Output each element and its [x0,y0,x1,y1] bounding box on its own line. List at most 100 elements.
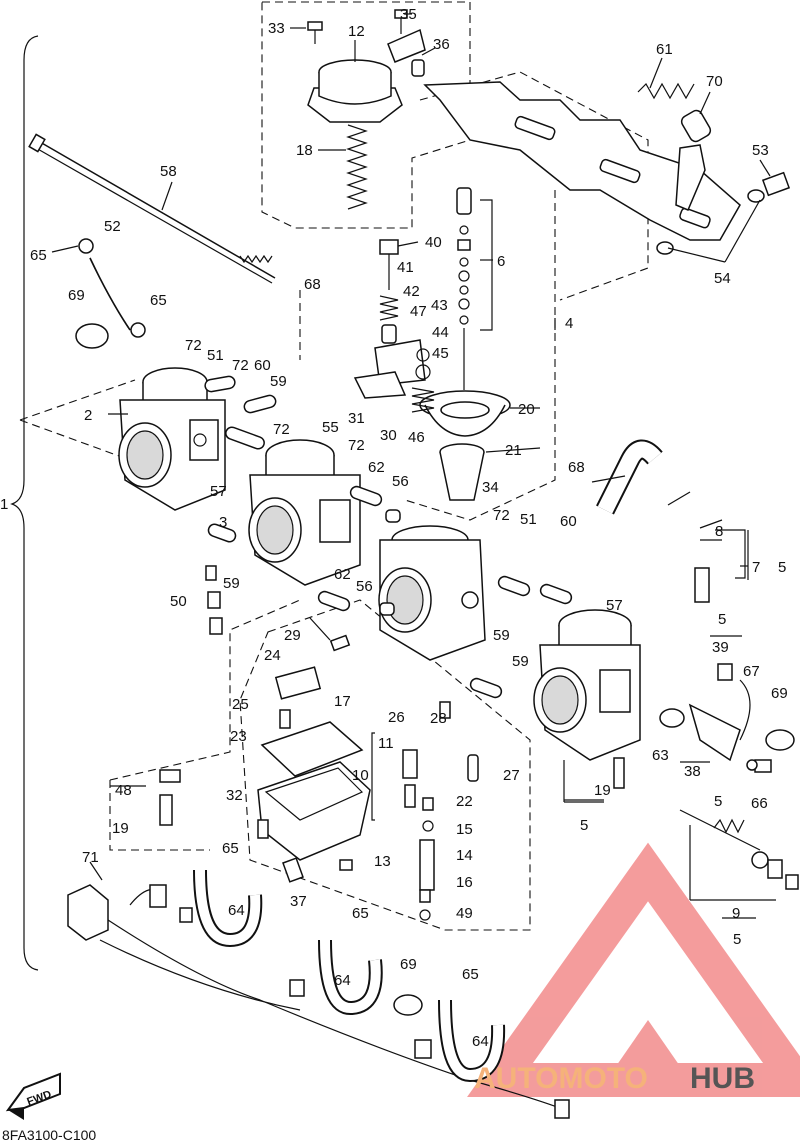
callout-8: 8 [715,523,723,540]
callout-34: 34 [482,479,499,496]
callout-5: 5 [778,559,786,576]
spring-cap [680,109,712,143]
diaphragm-cover [307,59,403,123]
callout-51: 51 [520,511,537,528]
callout-69: 69 [68,287,85,304]
callout-28: 28 [430,710,447,727]
callout-6: 6 [497,253,505,270]
callout-21: 21 [505,442,522,459]
callout-12: 12 [348,23,365,40]
callout-9: 9 [732,905,740,922]
callout-33: 33 [268,20,285,37]
callout-65: 65 [30,247,47,264]
callout-43: 43 [431,297,448,314]
assembly-brace [10,35,39,971]
return-spring [637,82,695,100]
callout-26: 26 [388,709,405,726]
callout-59: 59 [270,373,287,390]
callout-59: 59 [512,653,529,670]
callout-53: 53 [752,142,769,159]
piston-valve [439,443,485,501]
callout-56: 56 [356,578,373,595]
callout-72: 72 [348,437,365,454]
callout-47: 47 [410,303,427,320]
callout-70: 70 [706,73,723,90]
callout-5: 5 [580,817,588,834]
callout-4: 4 [565,315,573,332]
callout-27: 27 [503,767,520,784]
callout-19: 19 [112,820,129,837]
callout-10: 10 [352,767,369,784]
callout-59: 59 [223,575,240,592]
callout-31: 31 [348,410,365,427]
callout-55: 55 [322,419,339,436]
drain-screw [439,701,451,719]
callout-57: 57 [210,483,227,500]
callout-24: 24 [264,647,281,664]
callout-68: 68 [568,459,585,476]
callout-59: 59 [493,627,510,644]
watermark-logo [467,842,800,1097]
callout-64: 64 [334,972,351,989]
callout-1: 1 [0,496,8,513]
diagram-code: 8FA3100-C100 [2,1127,96,1143]
misc-fasteners [159,9,625,883]
throttle-screw [329,634,351,652]
callout-72: 72 [493,507,510,524]
callout-50: 50 [170,593,187,610]
callout-14: 14 [456,847,473,864]
callout-41: 41 [397,259,414,276]
callout-57: 57 [606,597,623,614]
callout-15: 15 [456,821,473,838]
callout-16: 16 [456,874,473,891]
callout-5: 5 [733,931,741,948]
callout-72: 72 [185,337,202,354]
hose-clamp-3 [765,729,795,751]
callout-13: 13 [374,853,391,870]
callout-3: 3 [219,514,227,531]
callout-72: 72 [273,421,290,438]
callout-30: 30 [380,427,397,444]
callout-22: 22 [456,793,473,810]
callout-44: 44 [432,324,449,341]
callout-11: 11 [378,735,394,752]
joint-tubes [204,375,573,699]
callout-65: 65 [222,840,239,857]
callout-5: 5 [714,793,722,810]
callout-69: 69 [771,685,788,702]
callout-37: 37 [290,893,307,910]
callout-60: 60 [560,513,577,530]
callout-45: 45 [432,345,449,362]
callout-46: 46 [408,429,425,446]
watermark-text: AUTOMOTO HUB [474,1062,755,1095]
carburetor-3 [248,439,361,586]
callout-65: 65 [150,292,167,309]
carburetor-2 [118,367,226,511]
callout-64: 64 [472,1033,489,1050]
callout-71: 71 [82,849,99,866]
watermark-prefix: AUTOMOTO [474,1062,648,1095]
callout-51: 51 [207,347,224,364]
piston-spring [346,124,368,210]
callout-39: 39 [712,639,729,656]
group-brackets [564,529,756,919]
callout-17: 17 [334,693,351,710]
callout-62: 62 [334,566,351,583]
callout-20: 20 [518,401,535,418]
callout-62: 62 [368,459,385,476]
throttle-shaft [28,133,276,284]
callout-2: 2 [84,407,92,424]
diaphragm [419,390,511,437]
callout-19: 19 [594,782,611,799]
callout-48: 48 [115,782,132,799]
callout-7: 7 [752,559,760,576]
callout-63: 63 [652,747,669,764]
fwd-arrow-icon: FWD [5,1072,61,1120]
callout-40: 40 [425,234,442,251]
callout-61: 61 [656,41,673,58]
callout-56: 56 [392,473,409,490]
carburetor-5 [533,609,641,761]
